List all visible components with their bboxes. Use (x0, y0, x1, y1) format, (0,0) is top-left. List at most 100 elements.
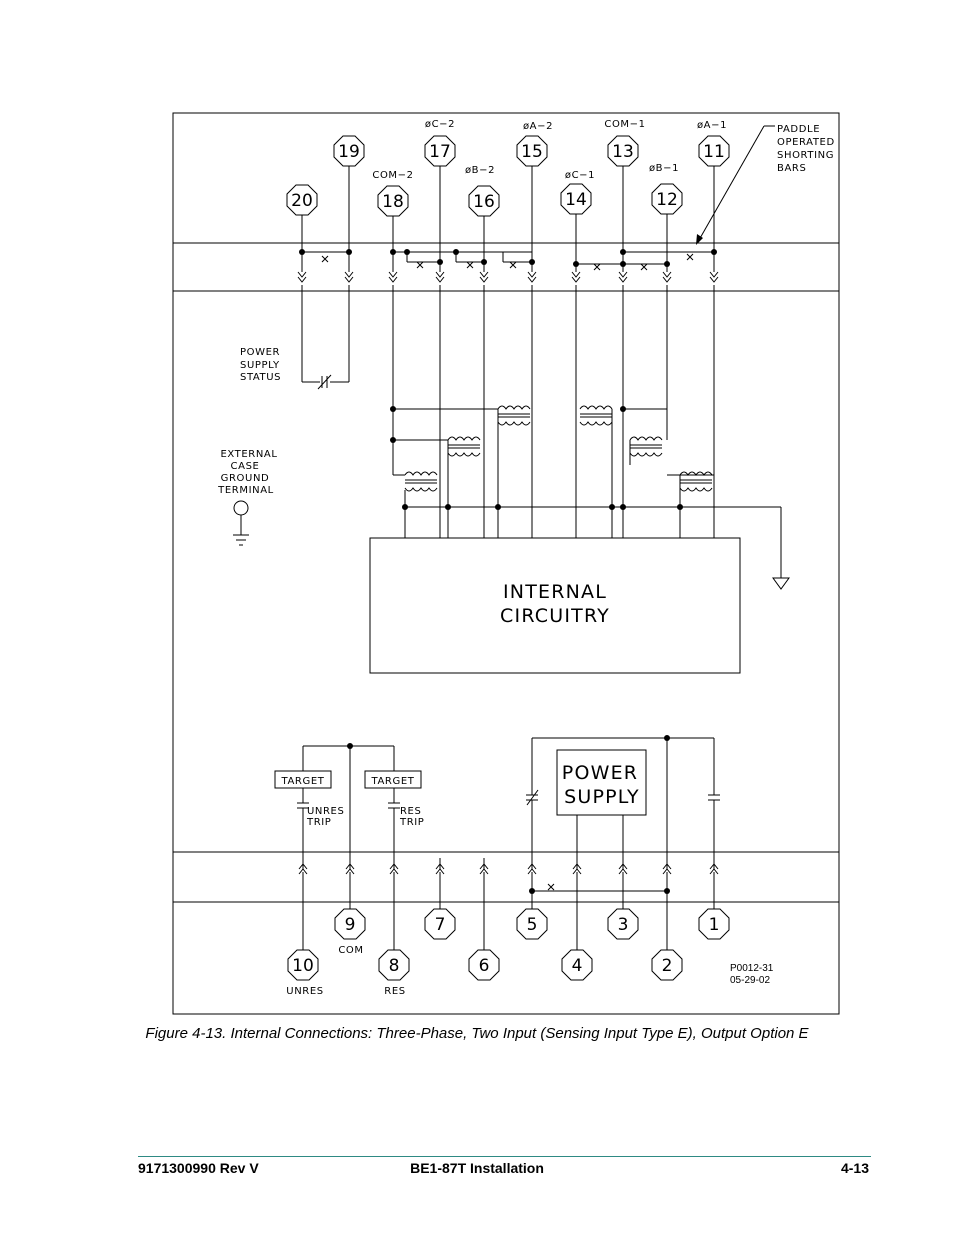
current-transformers (404, 405, 713, 492)
footer-doc-number: 9171300990 Rev V (138, 1160, 259, 1176)
case-frame (172, 112, 840, 1015)
case-ground-icon (233, 500, 249, 546)
ps-status-line-2: SUPPLY (240, 360, 280, 371)
top-terminal-wires (301, 165, 715, 272)
terminal-20-label: 20 (291, 191, 313, 211)
label-phase-a2: øA−2 (523, 121, 553, 132)
terminal-14-label: 14 (565, 190, 587, 210)
terminal-1-label: 1 (709, 915, 720, 935)
unres-trip-line-1: UNRES (307, 806, 344, 817)
terminal-5-octagon (516, 908, 548, 940)
ground-line-1: EXTERNAL (220, 449, 277, 460)
terminal-12-label: 12 (656, 190, 678, 210)
terminal-5-label: 5 (527, 915, 538, 935)
footer-page-number: 4-13 (840, 1160, 869, 1176)
label-unres: UNRES (286, 986, 323, 997)
paddle-label-3: SHORTING (777, 150, 834, 161)
terminal-7-label: 7 (435, 915, 446, 935)
junction-dots (347, 406, 683, 894)
internal-line-1: INTERNAL (503, 581, 607, 603)
label-phase-b2: øB−2 (465, 165, 495, 176)
terminal-9-octagon (334, 908, 366, 940)
ps-status-line-1: POWER (240, 347, 280, 358)
terminal-18-octagon (377, 185, 409, 217)
ps-status-line-3: STATUS (240, 372, 281, 383)
internal-line-2: CIRCUITRY (500, 605, 610, 627)
res-trip-line-2: TRIP (399, 817, 424, 828)
terminal-6-label: 6 (479, 956, 490, 976)
footer-rule (138, 1156, 871, 1157)
terminal-16-octagon (468, 185, 500, 217)
internal-wiring (301, 285, 790, 590)
external-ground-label: EXTERNAL CASE GROUND TERMINAL (217, 449, 277, 496)
shorting-bar-dots (299, 249, 717, 267)
terminal-17-octagon (424, 135, 456, 167)
terminal-2-octagon (651, 949, 683, 981)
top-connector-contacts (297, 271, 719, 283)
terminal-12-octagon (651, 183, 683, 215)
paddle-label-4: BARS (777, 163, 806, 174)
internal-circuitry-text: INTERNAL CIRCUITRY (500, 581, 610, 627)
ps-block-line-2: SUPPLY (564, 786, 640, 808)
target-res: TARGET (371, 776, 415, 787)
terminal-3-octagon (607, 908, 639, 940)
terminal-7-octagon (424, 908, 456, 940)
terminal-4-octagon (561, 949, 593, 981)
bottom-captions: UNRES COM RES (286, 945, 405, 997)
terminal-1-octagon (698, 908, 730, 940)
terminal-13-octagon (607, 135, 639, 167)
power-supply-status-label: POWER SUPPLY STATUS (240, 347, 281, 383)
terminal-6-octagon (468, 949, 500, 981)
drawing-id: P0012-31 05-29-02 (730, 963, 774, 986)
label-phase-c2: øC−2 (425, 119, 455, 130)
phase-labels: øC−2 øA−2 COM−1 øA−1 COM−2 øB−2 øC−1 øB−… (372, 119, 727, 181)
footer-title: BE1-87T Installation (410, 1160, 544, 1176)
paddle-callout: PADDLE OPERATED SHORTING BARS (696, 124, 835, 245)
output-wiring (274, 737, 720, 892)
terminal-8-label: 8 (389, 956, 400, 976)
label-res: RES (384, 986, 405, 997)
drawing-number: P0012-31 (730, 963, 774, 974)
power-supply-text: POWER SUPPLY (562, 762, 640, 808)
figure-caption: Figure 4-13. Internal Connections: Three… (145, 1025, 809, 1042)
drawing-date: 05-29-02 (730, 975, 770, 986)
target-unres: TARGET (281, 776, 325, 787)
terminal-10-octagon (287, 949, 319, 981)
unres-trip-line-2: TRIP (306, 817, 331, 828)
terminal-11-label: 11 (703, 142, 725, 162)
label-phase-c1: øC−1 (565, 170, 595, 181)
internal-circuitry-block (369, 537, 741, 674)
terminal-octagons (286, 135, 730, 981)
shorting-bars (302, 251, 714, 271)
paddle-label-1: PADDLE (777, 124, 820, 135)
terminal-14-octagon (560, 183, 592, 215)
label-com2: COM−2 (372, 170, 413, 181)
terminal-9-label: 9 (345, 915, 356, 935)
res-trip-line-1: RES (400, 806, 421, 817)
terminal-11-octagon (698, 135, 730, 167)
terminal-19-label: 19 (338, 142, 360, 162)
terminal-3-label: 3 (618, 915, 629, 935)
terminal-18-label: 18 (382, 192, 404, 212)
ground-line-3: GROUND (221, 473, 270, 484)
label-phase-b1: øB−1 (649, 163, 679, 174)
label-com1: COM−1 (604, 119, 645, 130)
ground-line-4: TERMINAL (217, 485, 274, 496)
target-labels: TARGET TARGET (281, 776, 415, 787)
terminal-13-label: 13 (612, 142, 634, 162)
trip-labels: UNRES TRIP RES TRIP (306, 806, 424, 828)
label-phase-a1: øA−1 (697, 120, 727, 131)
terminal-15-label: 15 (521, 142, 543, 162)
ground-line-2: CASE (231, 461, 260, 472)
bottom-terminal-wires (302, 872, 715, 950)
ps-block-line-1: POWER (562, 762, 638, 784)
terminal-4-label: 4 (572, 956, 583, 976)
terminal-2-label: 2 (662, 956, 673, 976)
paddle-label-2: OPERATED (777, 137, 835, 148)
terminal-10-label: 10 (292, 956, 314, 976)
terminal-numbers: 19 17 15 13 11 20 18 16 14 12 9 7 5 3 1 … (291, 142, 725, 976)
terminal-20-octagon (286, 184, 318, 216)
label-com: COM (338, 945, 363, 956)
terminal-15-octagon (516, 135, 548, 167)
